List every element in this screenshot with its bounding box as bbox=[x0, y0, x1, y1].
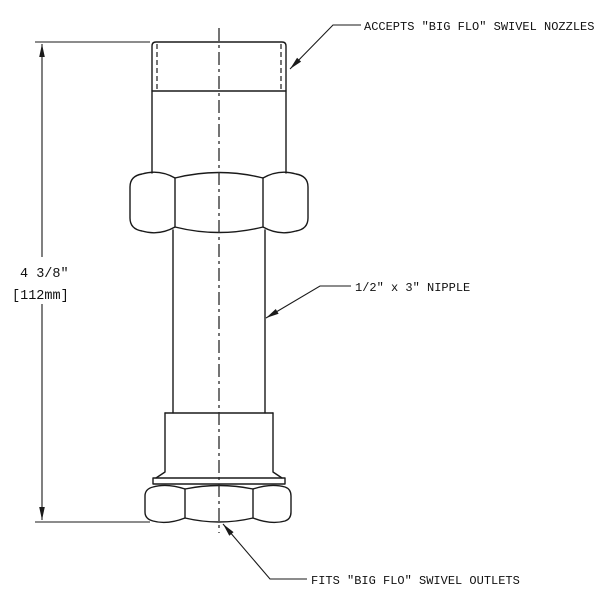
height-dimension: 4 3/8" [112mm] bbox=[12, 41, 150, 523]
callout-text-outlets: FITS "BIG FLO" SWIVEL OUTLETS bbox=[311, 574, 520, 588]
lower-hex-nut-outline bbox=[144, 484, 292, 524]
flange-band bbox=[152, 477, 286, 485]
dimension-text-mm: [112mm] bbox=[12, 289, 69, 304]
callout-text-nipple: 1/2" x 3" NIPPLE bbox=[355, 281, 470, 295]
callouts: ACCEPTS "BIG FLO" SWIVEL NOZZLES 1/2" x … bbox=[222, 20, 594, 588]
leader-line-nozzles bbox=[289, 24, 361, 70]
dimension-text-inches: 4 3/8" bbox=[20, 267, 69, 282]
callout-text-nozzles: ACCEPTS "BIG FLO" SWIVEL NOZZLES bbox=[364, 20, 594, 34]
collar-left-edge bbox=[155, 412, 166, 479]
leader-line-nipple bbox=[265, 285, 351, 319]
threaded-top-outline bbox=[151, 41, 287, 174]
leader-line-outlets bbox=[222, 523, 307, 580]
fitting-part bbox=[129, 28, 309, 533]
upper-hex-nut-outline bbox=[129, 171, 309, 234]
collar-right-edge bbox=[272, 412, 283, 479]
